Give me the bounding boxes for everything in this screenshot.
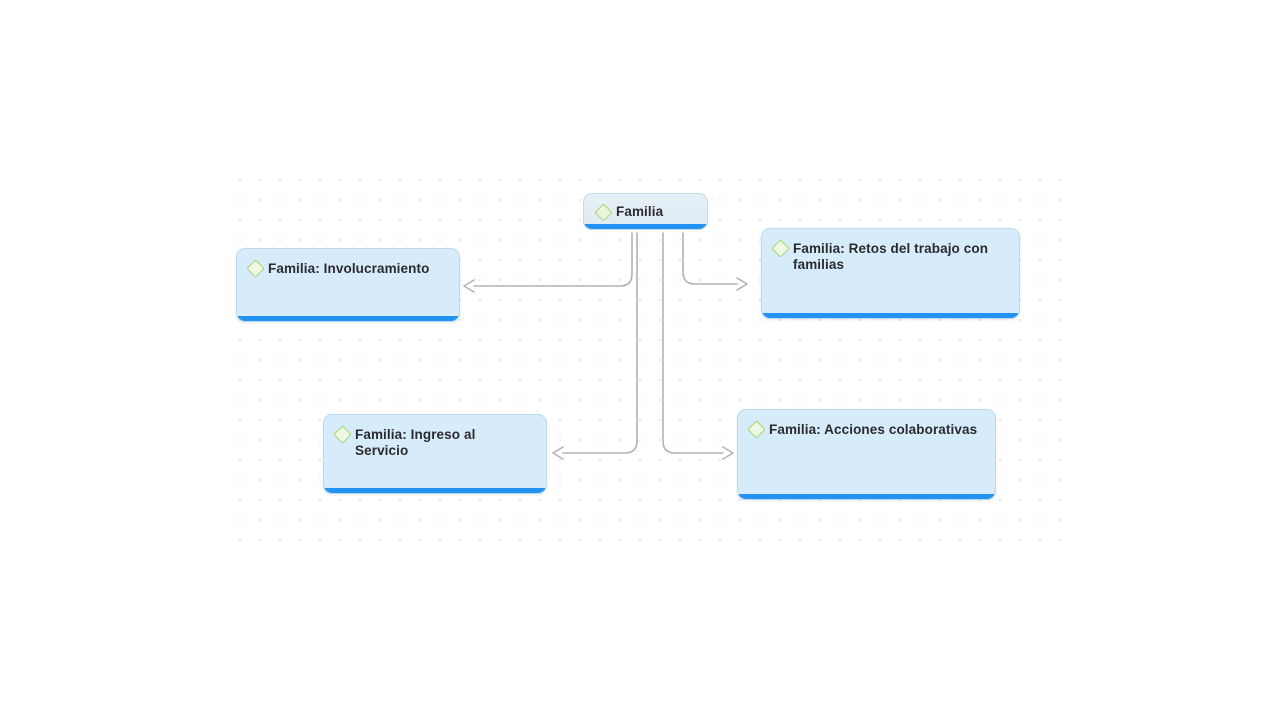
node-familia-retos[interactable]: Familia: Retos del trabajo con familias [761, 228, 1020, 319]
node-label: Familia: Involucramiento [268, 261, 430, 276]
node-body: Familia: Involucramiento [237, 249, 459, 278]
node-familia-root[interactable]: Familia [583, 193, 708, 230]
diamond-icon [246, 259, 265, 278]
node-familia-ingreso[interactable]: Familia: Ingreso al Servicio [323, 414, 547, 494]
diamond-icon [747, 420, 766, 439]
node-accent-bar [237, 316, 459, 321]
node-label: Familia: Acciones colaborativas [769, 422, 978, 437]
node-label: Familia: Ingreso al Servicio [355, 427, 476, 458]
node-label: Familia: Retos del trabajo con familias [793, 241, 989, 272]
node-familia-involucramiento[interactable]: Familia: Involucramiento [236, 248, 460, 322]
diamond-icon [594, 202, 613, 222]
node-body: Familia: Retos del trabajo con familias [762, 229, 1019, 273]
node-familia-acciones[interactable]: Familia: Acciones colaborativas [737, 409, 996, 500]
node-body: Familia: Acciones colaborativas [738, 410, 995, 439]
node-accent-bar [584, 224, 707, 229]
node-accent-bar [738, 494, 995, 499]
diamond-icon [771, 239, 790, 258]
node-label: Familia [616, 204, 664, 219]
node-accent-bar [324, 488, 546, 493]
diamond-icon [333, 425, 352, 444]
node-accent-bar [762, 313, 1019, 318]
node-body: Familia: Ingreso al Servicio [324, 415, 546, 459]
node-root-body: Familia [584, 194, 707, 222]
